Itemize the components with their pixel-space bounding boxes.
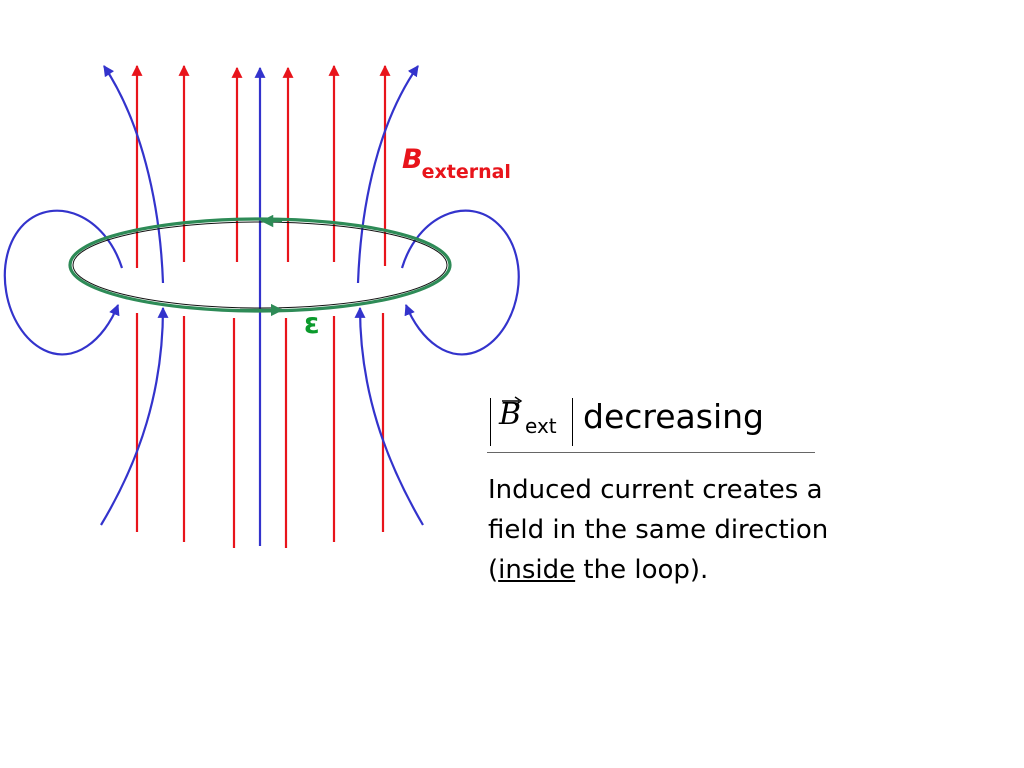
field-arrow-blue <box>103 65 165 284</box>
induced-field-lines <box>3 65 520 546</box>
underlined-word: inside <box>498 555 576 585</box>
b-vector-subscript: ext <box>525 414 557 438</box>
paren-open: ( <box>488 555 499 585</box>
b-subscript: external <box>421 161 511 183</box>
b-external-label: Bexternal <box>402 144 512 182</box>
magnitude-formula: B ext decreasing <box>487 396 817 456</box>
vector-arrow-icon <box>502 396 523 406</box>
field-arrow-blue <box>356 65 419 284</box>
state-word: decreasing <box>583 397 764 436</box>
formula-underline <box>487 452 815 453</box>
abs-bar-left <box>490 398 491 446</box>
explanation-line-3: (inside the loop). <box>488 550 958 590</box>
external-field-lines-lower <box>135 313 385 548</box>
emf-label: ε <box>304 307 320 340</box>
conducting-loop <box>68 214 452 317</box>
line-rest: the loop). <box>575 555 709 585</box>
b-vector-symbol: B <box>499 397 522 432</box>
explanation-text: Induced current creates a field in the s… <box>488 470 958 590</box>
field-arrow-blue <box>100 306 169 526</box>
field-arrow-blue <box>354 306 424 526</box>
abs-bar-right <box>572 398 573 446</box>
b-symbol: B <box>402 144 423 175</box>
field-arrow-blue <box>3 209 124 356</box>
field-arrow-blue <box>400 209 520 356</box>
explanation-line-2: field in the same direction <box>488 515 829 545</box>
explanation-line-1: Induced current creates a <box>488 475 823 505</box>
